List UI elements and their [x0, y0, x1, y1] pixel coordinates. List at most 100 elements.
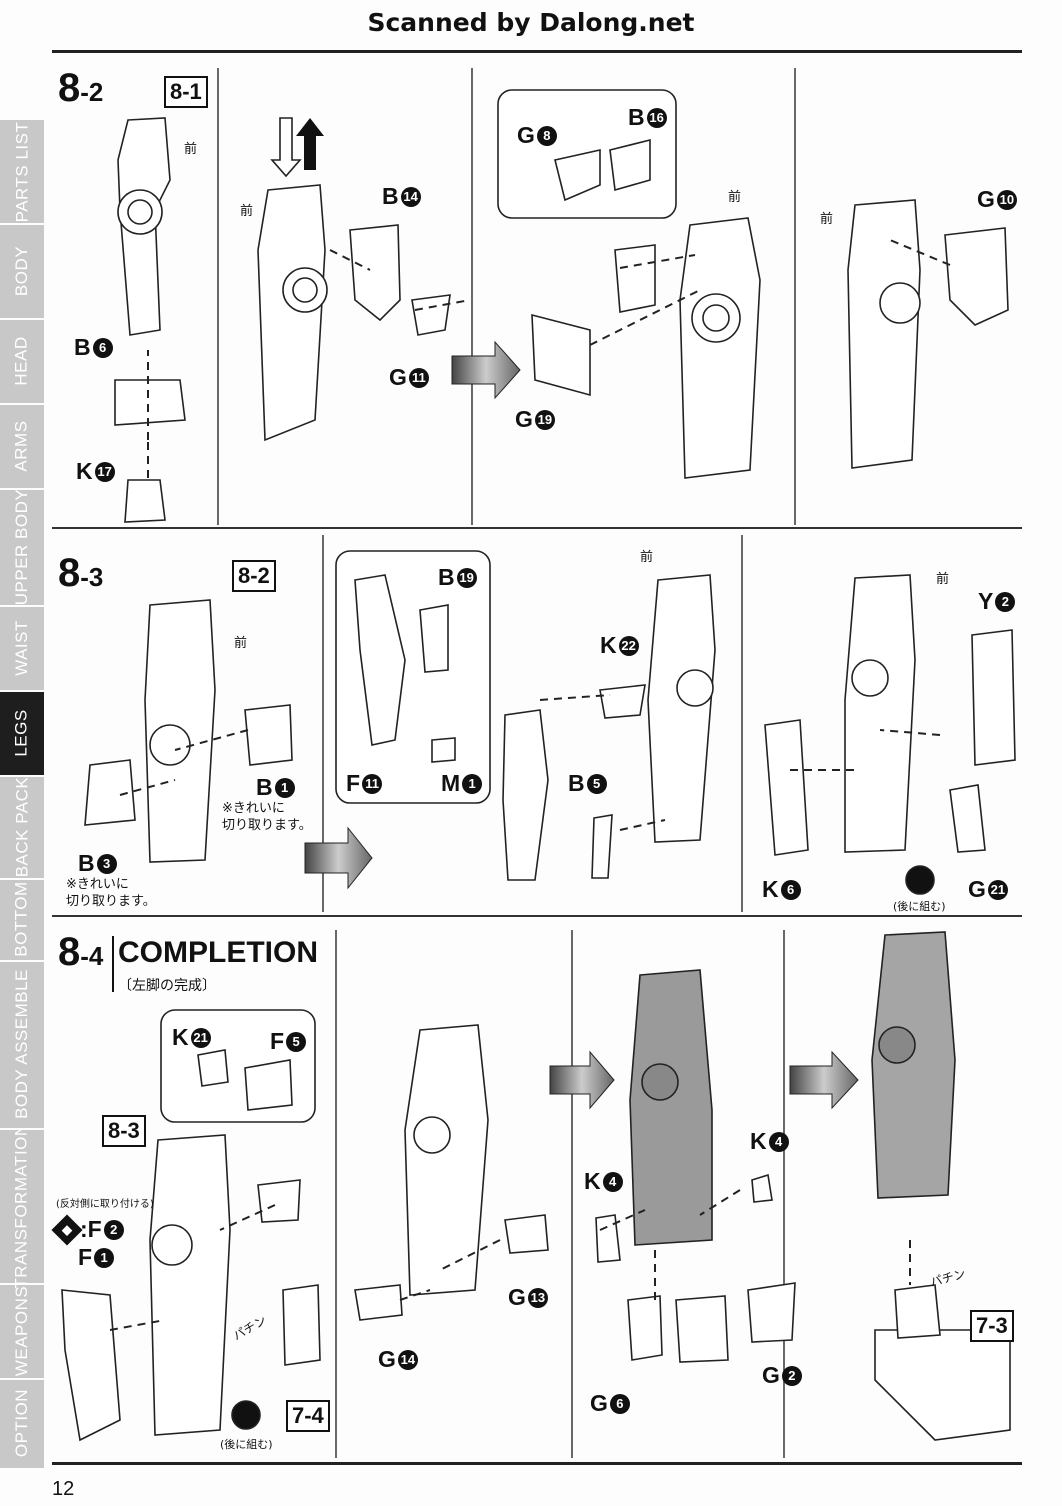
cut-note-b1: ※きれいに 切り取ります。 [222, 801, 312, 833]
part-letter: G [517, 122, 535, 148]
tab-head[interactable]: HEAD [0, 318, 44, 405]
part-letter: B [78, 850, 95, 876]
part-number: 1 [94, 1247, 115, 1268]
part-letter: B [382, 183, 399, 209]
completion-subtitle: 〔左脚の完成〕 [118, 978, 216, 994]
part-letter: F [78, 1244, 93, 1270]
part-letter: B [438, 564, 455, 590]
tab-parts-list[interactable]: PARTS LIST [0, 120, 44, 225]
part-letter: K [76, 458, 93, 484]
part-number: 6 [609, 1393, 630, 1414]
cut-note-b3: ※きれいに 切り取ります。 [66, 877, 156, 909]
part-letter: G [968, 876, 986, 902]
tab-option[interactable]: OPTION [0, 1378, 44, 1470]
ref-8-2: 8-2 [232, 560, 276, 592]
part-number: 10 [996, 189, 1017, 210]
part-letter: M [441, 770, 461, 796]
section-divider-1 [52, 527, 1022, 529]
ref-8-3: 8-3 [102, 1115, 146, 1147]
tab-transformation[interactable]: TRANSFORMATION [0, 1123, 44, 1288]
front-mark: 前 [728, 190, 742, 205]
part-number: 1 [462, 773, 483, 794]
part-letter: G [389, 364, 407, 390]
part-letter: K [584, 1168, 601, 1194]
scanned-by-header: Scanned by Dalong.net [367, 8, 695, 37]
step-8-2-number: 8-2 [58, 66, 103, 111]
part-letter: G [762, 1362, 780, 1388]
part-letter: B [568, 770, 585, 796]
part-letter: B [628, 104, 645, 130]
part-number: 14 [400, 186, 421, 207]
front-mark: 前 [936, 572, 950, 587]
step-sub: -2 [80, 77, 104, 107]
part-number: 2 [781, 1365, 802, 1386]
assemble-later-note: (後に組む) [893, 900, 946, 913]
part-number: 21 [190, 1027, 211, 1048]
part-number: 14 [397, 1349, 418, 1370]
tab-waist[interactable]: WAIST [0, 605, 44, 692]
part-number: 11 [362, 773, 383, 794]
tab-bottom[interactable]: BOTTOM [0, 878, 44, 962]
step-sub: -3 [80, 562, 104, 592]
part-letter: F [270, 1028, 285, 1054]
part-number: 13 [527, 1287, 548, 1308]
part-letter: G [977, 186, 995, 212]
section-divider-2 [52, 915, 1022, 917]
part-number: 3 [96, 853, 117, 874]
completion-title: COMPLETION [118, 936, 318, 969]
part-letter: G [378, 1346, 396, 1372]
part-number: 8 [536, 125, 557, 146]
step-main: 8 [58, 66, 81, 110]
part-letter: Y [978, 588, 994, 614]
tab-body-assemble[interactable]: BODY ASSEMBLE [0, 960, 44, 1130]
ref-8-1: 8-1 [164, 76, 208, 108]
tab-weapons[interactable]: WEAPONS [0, 1283, 44, 1380]
tab-back-pack[interactable]: BACK PACK [0, 775, 44, 880]
step-main: 8 [58, 930, 81, 974]
part-number: 4 [768, 1131, 789, 1152]
part-number: 11 [408, 367, 429, 388]
part-letter: G [515, 406, 533, 432]
part-letter: K [172, 1024, 189, 1050]
tab-arms[interactable]: ARMS [0, 403, 44, 490]
front-mark: 前 [820, 212, 834, 227]
tab-body[interactable]: BODY [0, 223, 44, 320]
part-number: 16 [646, 107, 667, 128]
part-number: 19 [534, 409, 555, 430]
part-letter: G [508, 1284, 526, 1310]
part-number: 6 [780, 879, 801, 900]
ref-7-3: 7-3 [970, 1310, 1014, 1342]
part-number: 19 [456, 567, 477, 588]
tab-upper-body[interactable]: UPPER BODY [0, 488, 44, 607]
part-letter: G [590, 1390, 608, 1416]
ref-7-4: 7-4 [286, 1400, 330, 1432]
front-mark: 前 [234, 636, 248, 651]
step-main: 8 [58, 551, 81, 595]
top-rule [52, 50, 1022, 53]
part-letter: :F [80, 1216, 102, 1242]
tab-legs[interactable]: LEGS [0, 690, 44, 777]
step-8-4-number: 8-4 [58, 930, 103, 975]
